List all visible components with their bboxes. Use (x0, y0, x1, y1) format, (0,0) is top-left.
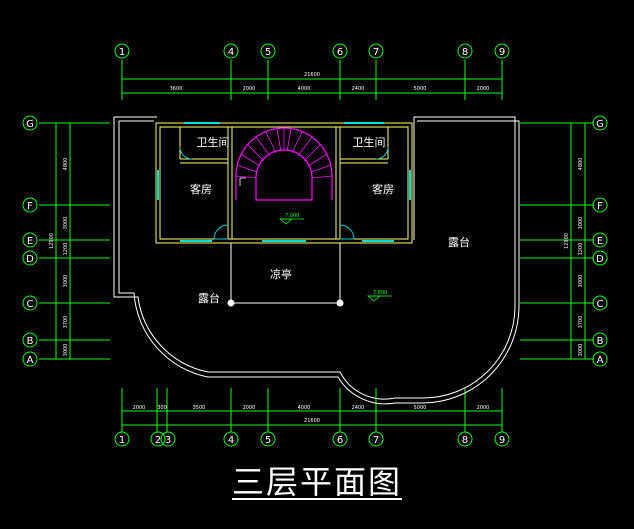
axis-left-E: E (27, 236, 33, 247)
axis-top-5: 5 (265, 47, 271, 58)
bottom-dimension-chain (121, 388, 503, 432)
bottom-dim-5: 4000 (298, 405, 311, 411)
axis-right-G: G (596, 119, 604, 130)
pavilion-column-left (227, 299, 235, 307)
axis-right-A: A (597, 355, 604, 366)
room-bath-left: 卫生间 (197, 135, 230, 149)
axis-top-6: 6 (337, 47, 343, 58)
room-bath-right: 卫生间 (353, 135, 386, 149)
axis-left-B: B (27, 336, 34, 347)
top-total-dim: 21600 (304, 72, 320, 78)
axis-top-9: 9 (499, 47, 505, 58)
bottom-dim-6: 2400 (352, 405, 365, 411)
axis-left-A: A (27, 355, 34, 366)
right-dim-1: 4800 (578, 158, 584, 171)
room-terrace-left: 露台 (198, 291, 220, 305)
level-outer: 7.800 (373, 290, 387, 296)
axis-bottom-9: 9 (499, 435, 505, 446)
left-dim-2: 3000 (63, 217, 69, 230)
bottom-dim-3: 3500 (193, 405, 206, 411)
left-dim-3: 1200 (63, 243, 69, 256)
left-dim-1: 4800 (63, 158, 69, 171)
pavilion-column-right (336, 299, 344, 307)
side-dimension-chains (39, 122, 594, 360)
axis-bottom-8: 8 (462, 435, 468, 446)
right-dim-3: 1200 (578, 243, 584, 256)
top-dim-1: 3600 (170, 86, 183, 92)
bottom-dim-8: 2000 (477, 405, 490, 411)
axis-right-E: E (597, 236, 603, 247)
level-inner: 7.000 (285, 213, 299, 219)
axis-right-C: C (597, 299, 604, 310)
terrace-outline (113, 116, 520, 405)
right-dim-4: 3000 (578, 275, 584, 288)
right-total-dim: 12900 (564, 233, 570, 249)
axis-bottom-3: 3 (165, 435, 171, 446)
bottom-total-dim: 21600 (304, 418, 320, 424)
axis-bottom-6: 6 (337, 435, 343, 446)
room-pavilion: 凉亭 (270, 267, 292, 281)
top-dimension-chain (121, 60, 503, 100)
axis-top-7: 7 (373, 47, 379, 58)
axis-top-1: 1 (119, 47, 125, 58)
windows (157, 122, 411, 242)
axis-top-4: 4 (228, 47, 234, 58)
left-dim-5: 3700 (63, 316, 69, 329)
top-dim-6: 2000 (477, 86, 490, 92)
axis-right-B: B (597, 336, 604, 347)
axis-left-G: G (26, 119, 34, 130)
axis-left-F: F (27, 201, 33, 212)
bottom-dim-7: 5000 (414, 405, 427, 411)
right-dim-6: 3000 (578, 344, 584, 357)
axis-bottom-4: 4 (228, 435, 234, 446)
axis-bottom-1: 1 (119, 435, 125, 446)
axis-bottom-2: 2 (155, 435, 161, 446)
left-total-dim: 12900 (49, 233, 55, 249)
axis-bottom-7: 7 (373, 435, 379, 446)
drawing-title: 三层平面图 (231, 463, 402, 501)
room-terrace-right: 露台 (448, 235, 470, 249)
left-dim-4: 3000 (63, 275, 69, 288)
room-guest-left: 客房 (190, 182, 212, 196)
bottom-dim-1: 2000 (133, 405, 146, 411)
axis-right-D: D (596, 254, 604, 265)
room-guest-right: 客房 (372, 182, 394, 196)
axis-left-D: D (26, 254, 34, 265)
right-dim-5: 3700 (578, 316, 584, 329)
building-walls (155, 122, 413, 244)
top-dim-2: 2000 (243, 86, 256, 92)
spiral-stair (235, 127, 333, 201)
top-dim-4: 2400 (352, 86, 365, 92)
pavilion-structure (230, 243, 341, 304)
right-dim-2: 3000 (578, 217, 584, 230)
bottom-dim-4: 2000 (243, 405, 256, 411)
top-dim-3: 4000 (298, 86, 311, 92)
axis-left-C: C (27, 299, 34, 310)
axis-bottom-5: 5 (265, 435, 271, 446)
bottom-dim-2: 300 (157, 405, 167, 411)
top-dim-5: 5000 (414, 86, 427, 92)
doors (179, 146, 389, 240)
axis-top-8: 8 (462, 47, 468, 58)
left-dim-6: 3000 (63, 344, 69, 357)
axis-right-F: F (597, 201, 603, 212)
